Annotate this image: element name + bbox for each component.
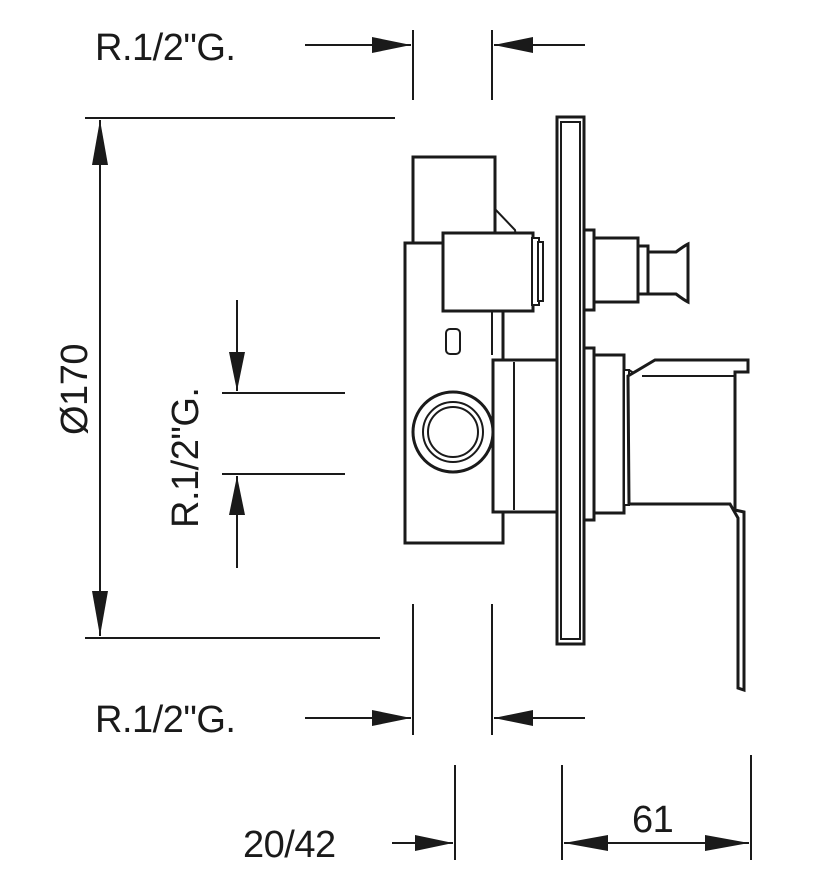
diameter-dimension: Ø170 bbox=[54, 117, 395, 639]
top-thread-dimension: R.1/2"G. bbox=[95, 27, 585, 100]
projection-dimension: 61 bbox=[561, 755, 752, 860]
side-thread-dimension: R.1/2"G. bbox=[165, 300, 345, 568]
depth-dimension: 20/42 bbox=[243, 765, 456, 866]
diameter-label: Ø170 bbox=[54, 344, 96, 435]
projection-label: 61 bbox=[632, 799, 673, 841]
diverter-knob bbox=[582, 228, 690, 312]
side-thread-label: R.1/2"G. bbox=[165, 388, 207, 528]
depth-label: 20/42 bbox=[243, 824, 336, 866]
top-thread-label: R.1/2"G. bbox=[95, 27, 235, 69]
valve-body bbox=[403, 155, 559, 545]
mixer-lever bbox=[582, 346, 750, 693]
bottom-thread-dimension: R.1/2"G. bbox=[95, 604, 585, 741]
cover-plate bbox=[555, 115, 586, 646]
bottom-thread-label: R.1/2"G. bbox=[95, 699, 235, 741]
